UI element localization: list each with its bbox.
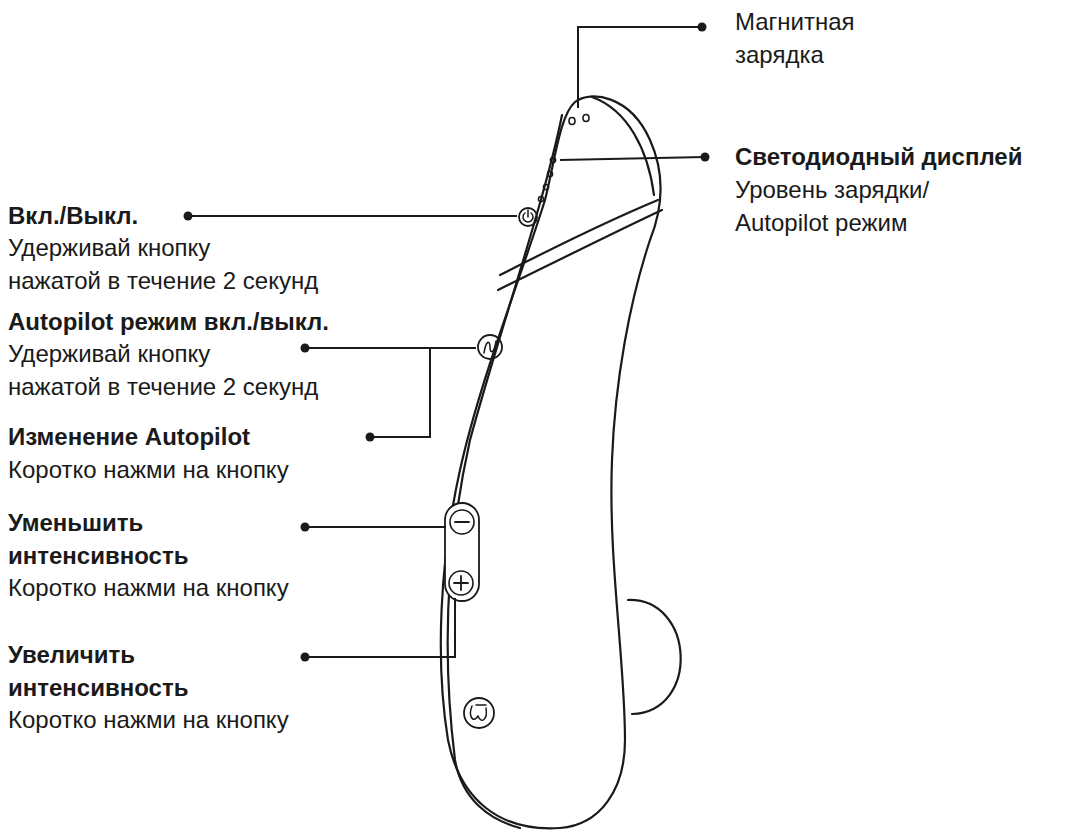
part-label: Светодиодный дисплей (735, 141, 1022, 174)
part-label: Увеличить интенсивность (8, 639, 188, 704)
part-label: Autopilot режим вкл./выкл. (8, 306, 329, 339)
leader-line (305, 526, 446, 528)
leader-line (188, 215, 517, 217)
minus-icon (455, 521, 469, 523)
logo-icon (471, 705, 487, 720)
part-label: Магнитная зарядка (735, 6, 855, 71)
device-body (441, 96, 661, 828)
stimulation-head (628, 600, 681, 714)
leader-line (305, 347, 476, 349)
leader-line (578, 27, 702, 108)
leader-dot (184, 212, 193, 221)
part-label: Изменение Autopilot (8, 421, 250, 454)
plus-icon (454, 576, 468, 590)
part-note: Уровень зарядки/ Autopilot режим (735, 174, 929, 239)
part-note: Удерживай кнопку нажатой в течение 2 сек… (8, 338, 318, 403)
autopilot-button (478, 335, 502, 359)
plus-button (449, 571, 473, 595)
part-note: Удерживай кнопку нажатой в течение 2 сек… (8, 232, 318, 297)
swoosh-line (500, 200, 658, 275)
part-label: Вкл./Выкл. (8, 200, 138, 233)
led-dot (538, 196, 543, 201)
leader-dot (701, 153, 710, 162)
leader-dot (301, 523, 310, 532)
leader-dot (698, 23, 707, 32)
leader-dot (301, 653, 310, 662)
body-crease (448, 115, 562, 828)
power-button (519, 208, 537, 226)
leader-dot (366, 433, 375, 442)
leader-line (305, 598, 455, 657)
led-dot (550, 157, 555, 162)
part-note: Коротко нажми на кнопку (8, 704, 289, 737)
minus-button (450, 510, 474, 534)
leader-line (370, 348, 430, 437)
power-icon (523, 210, 533, 222)
charging-pin (569, 118, 575, 125)
part-note: Коротко нажми на кнопку (8, 454, 289, 487)
intensity-rocker (445, 503, 479, 601)
swoosh-line (498, 210, 662, 290)
part-label: Уменьшить интенсивность (8, 507, 188, 572)
logo-button (464, 698, 494, 728)
leader-line (560, 157, 705, 160)
leader-dot (301, 344, 310, 353)
charging-pin (583, 115, 589, 122)
autopilot-icon (484, 341, 496, 353)
part-note: Коротко нажми на кнопку (8, 572, 289, 605)
led-dot (543, 184, 548, 189)
led-dot (547, 171, 552, 176)
head-cap-line (592, 97, 654, 195)
